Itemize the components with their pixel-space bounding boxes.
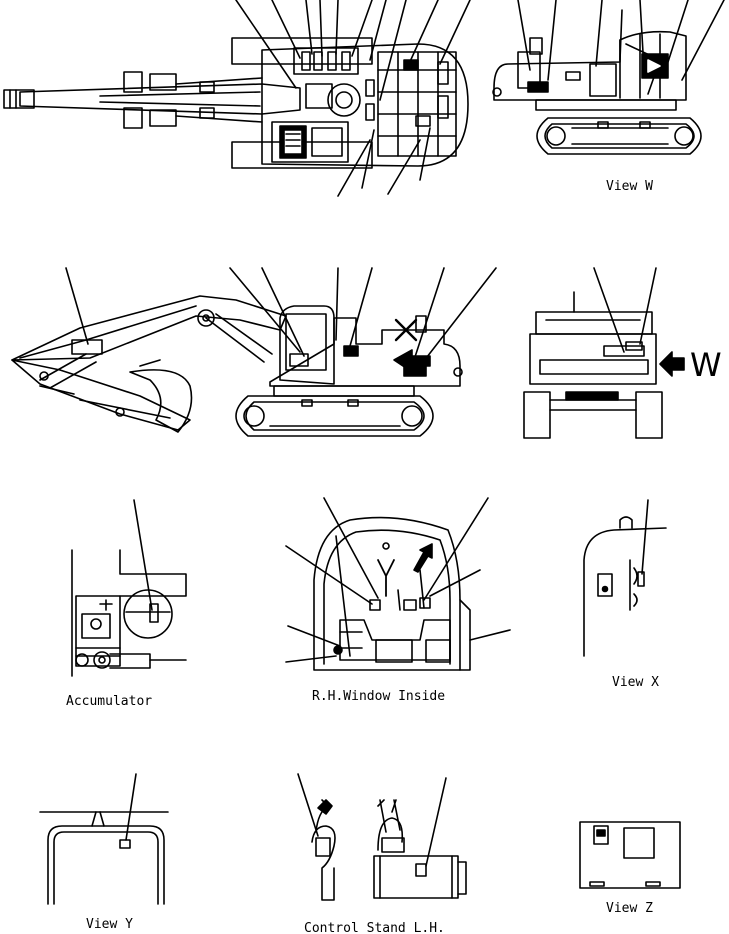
boom-top [19,83,301,115]
caption-control-stand-lh: Control Stand L.H. [304,921,445,934]
accumulator-drawing [71,499,187,677]
excavator-rear-view [523,267,685,439]
rh-window-inside-drawing [285,497,511,671]
swing-circle [327,83,361,117]
caption-view-z: View Z [606,901,653,916]
caption-accumulator: Accumulator [66,694,152,709]
excavator-top-view [3,0,471,197]
caption-view-y: View Y [86,917,133,932]
view-x-drawing [583,499,667,657]
caption-view-w: View W [606,179,653,194]
house-body [261,43,469,167]
caption-view-x: View X [612,675,659,690]
excavator-side-view [11,267,497,437]
caption-rh-window-inside: R.H.Window Inside [312,689,445,704]
view-z-drawing [579,821,681,889]
cab-outline [271,121,349,163]
view-w-drawing [492,0,725,155]
view-w-marker: W [690,346,722,384]
control-stand-lh-drawing [297,773,467,901]
view-y-drawing [39,773,169,905]
